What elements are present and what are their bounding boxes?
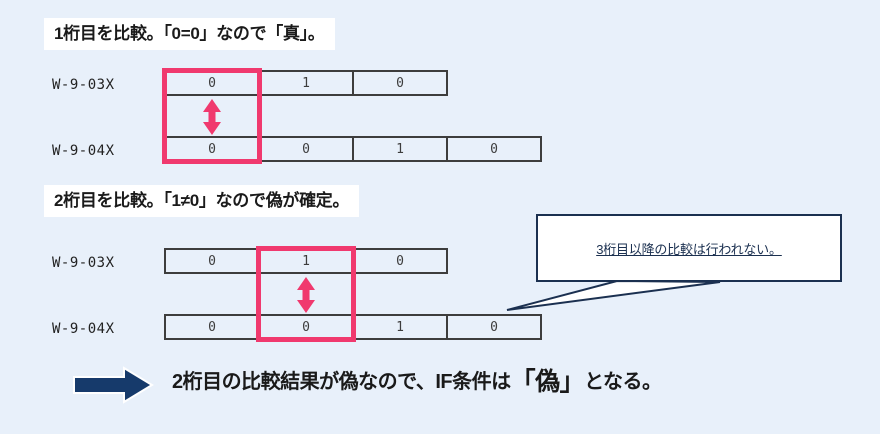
step-2-banner: 2桁目を比較。「1≠0」なので偽が確定。 [44,185,360,217]
digit-cell: 0 [446,136,542,162]
step-2-bottom-digit-strip: 0 0 1 0 [164,314,542,340]
step-1-top-row-label: W-9-03X [52,77,115,93]
callout-balloon: 3桁目以降の比較は行われない。 [536,214,842,282]
step-2-bottom-row-label: W-9-04X [52,321,115,337]
digit-cell: 1 [352,136,448,162]
digit-cell: 1 [258,70,354,96]
digit-cell: 0 [352,248,448,274]
conclusion-text-after: となる。 [584,371,662,393]
right-arrow-icon [73,366,154,404]
conclusion-text-before: 2桁目の比較結果が偽なので、IF条件は [172,371,511,393]
digit-cell: 1 [258,248,354,274]
conclusion-text-emphasis: 「偽」 [510,368,585,396]
digit-cell: 0 [446,314,542,340]
step-2-comparison-highlight [256,246,356,342]
up-down-arrow-icon [297,277,315,313]
digit-cell: 0 [258,136,354,162]
digit-cell: 0 [352,70,448,96]
step-1-bottom-row-label: W-9-04X [52,143,115,159]
digit-cell: 0 [164,314,260,340]
step-2-top-digit-strip: 0 1 0 [164,248,448,274]
step-2-top-row-label: W-9-03X [52,255,115,271]
step-1-banner: 1桁目を比較。「0=0」なので「真」。 [44,18,335,50]
step-1-comparison-highlight [162,68,262,164]
digit-cell: 0 [164,248,260,274]
conclusion-text: 2桁目の比較結果が偽なので、IF条件は「偽」となる。 [172,368,662,396]
digit-cell: 1 [352,314,448,340]
step-1-top-digit-strip: 0 1 0 [164,70,448,96]
callout-tail-icon [506,280,721,311]
up-down-arrow-icon [203,99,221,135]
callout-text: 3桁目以降の比較は行われない。 [596,241,782,257]
